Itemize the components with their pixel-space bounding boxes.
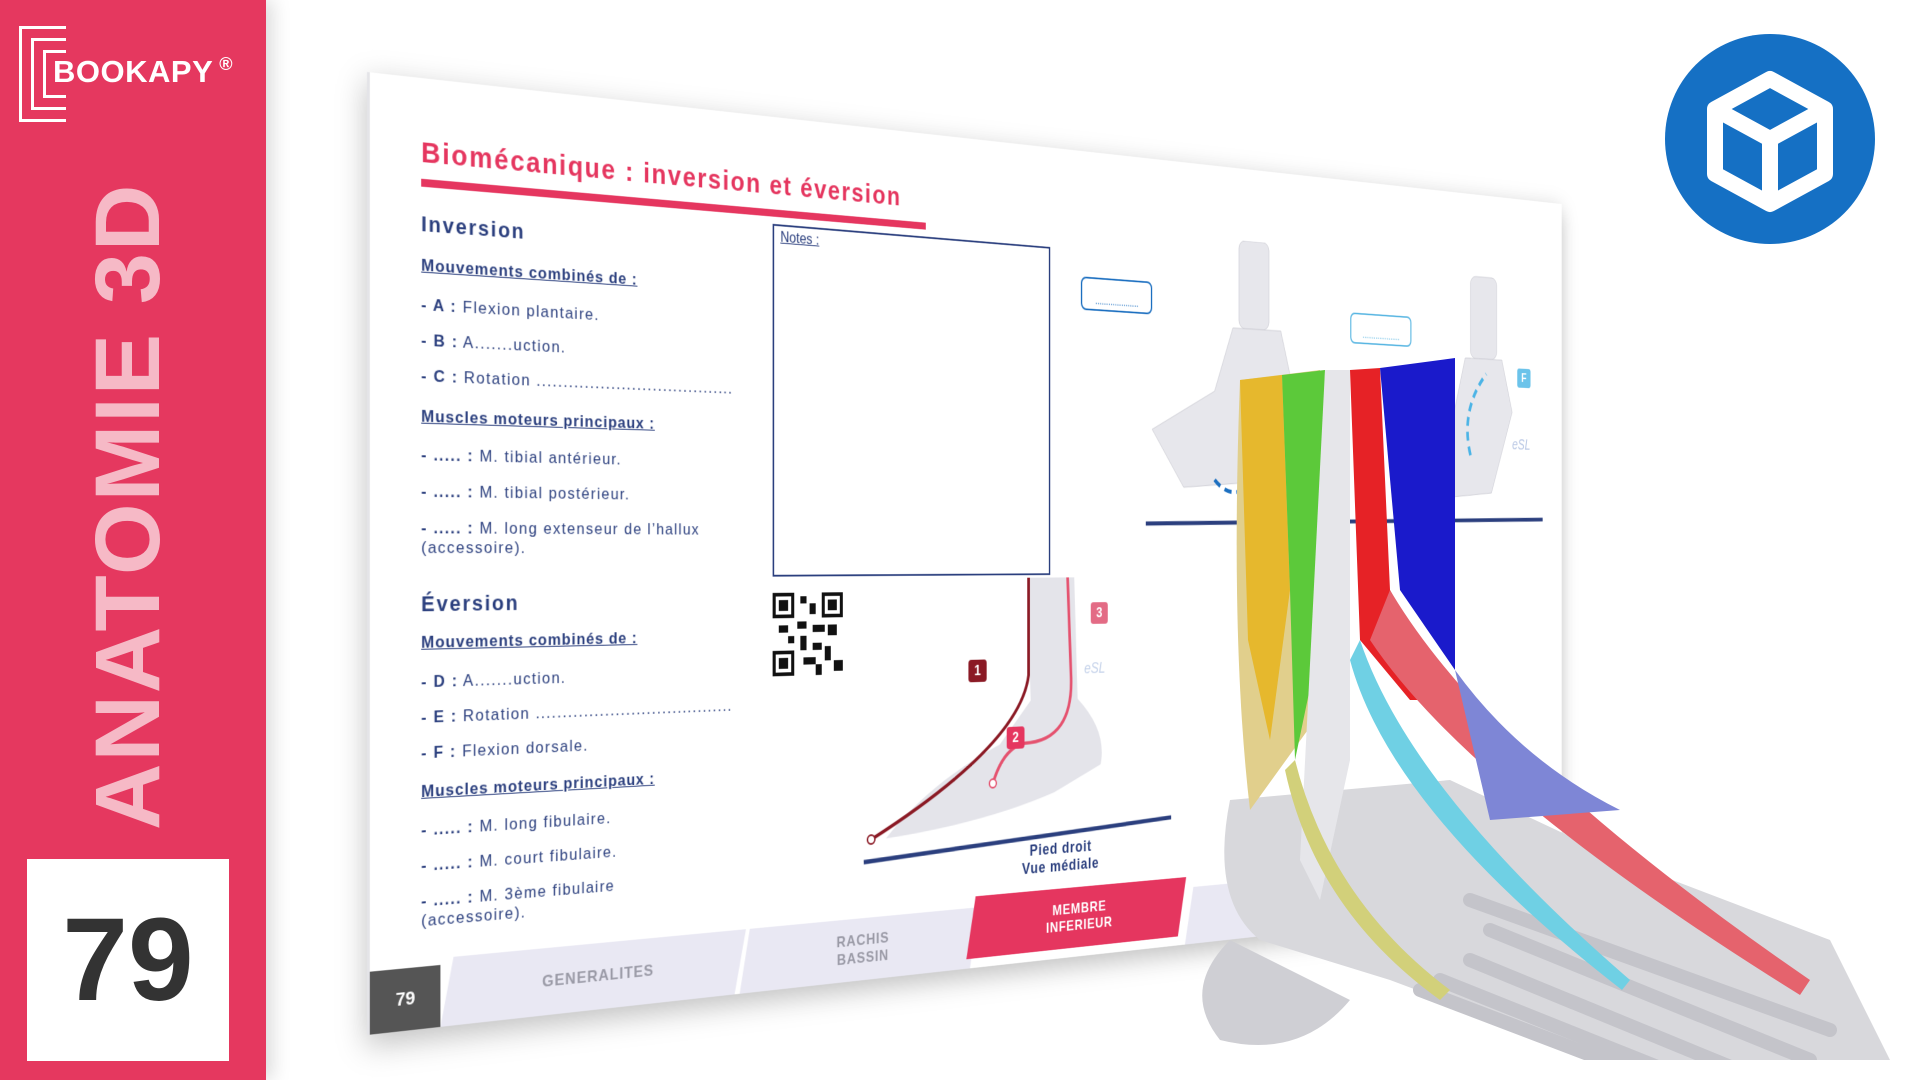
- list-item: - F : Flexion dorsale.: [421, 736, 588, 763]
- tab-membre-inferieur[interactable]: MEMBRE INFERIEUR: [966, 877, 1186, 959]
- sidebar-title: ANATOMIE 3D: [80, 183, 176, 830]
- tab-rachis-bassin[interactable]: RACHIS BASSIN: [740, 907, 979, 994]
- tab-generalites[interactable]: GENERALITES: [440, 929, 746, 1027]
- label-1: 1: [968, 659, 986, 682]
- watermark: eSL: [1084, 659, 1105, 677]
- list-item: - E : Rotation .........................…: [421, 697, 732, 728]
- bookapy-logo: BOOKAPY ®: [19, 26, 249, 121]
- list-item: - ..... : M. tibial postérieur.: [421, 482, 630, 504]
- 3d-foot-model[interactable]: [1190, 340, 1890, 1060]
- list-item: - ..... : M. tibial antérieur.: [421, 445, 622, 469]
- label-2: 2: [1007, 726, 1025, 749]
- notes-label: Notes :: [780, 230, 819, 249]
- eversion-muscles-heading: Muscles moteurs principaux :: [421, 770, 655, 802]
- label-3: 3: [1091, 602, 1108, 624]
- eversion-heading: Éversion: [421, 591, 519, 618]
- list-item: - ..... : M. long extenseur de l’hallux …: [421, 518, 705, 558]
- notes-box: Notes :: [773, 224, 1051, 577]
- list-item: - C : Rotation .........................…: [421, 366, 733, 398]
- inversion-movements-heading: Mouvements combinés de :: [421, 256, 637, 290]
- list-item: - D : A.......uction.: [421, 668, 566, 692]
- registered-mark: ®: [219, 54, 233, 74]
- brand-name: BOOKAPY: [53, 54, 213, 89]
- sidebar: BOOKAPY ® ANATOMIE 3D 79: [0, 0, 266, 1080]
- medial-foot-diagram: eSL: [841, 573, 1171, 869]
- inversion-muscles-heading: Muscles moteurs principaux :: [421, 407, 655, 434]
- page-number: 79: [370, 965, 441, 1035]
- qr-code[interactable]: [773, 592, 843, 676]
- list-item: - ..... : M. court fibulaire.: [421, 842, 617, 876]
- eversion-movements-heading: Mouvements combinés de :: [421, 629, 637, 653]
- list-item: - A : Flexion plantaire.: [421, 295, 600, 325]
- inversion-heading: Inversion: [421, 211, 525, 244]
- answer-box[interactable]: ....................: [1081, 276, 1152, 314]
- list-item: - ..... : M. 3ème fibulaire (accessoire)…: [421, 869, 705, 931]
- sidebar-page-number: 79: [27, 859, 229, 1061]
- 3d-cube-icon[interactable]: [1665, 34, 1875, 244]
- list-item: - B : A.......uction.: [421, 331, 566, 358]
- list-item: - ..... : M. long fibulaire.: [421, 809, 611, 841]
